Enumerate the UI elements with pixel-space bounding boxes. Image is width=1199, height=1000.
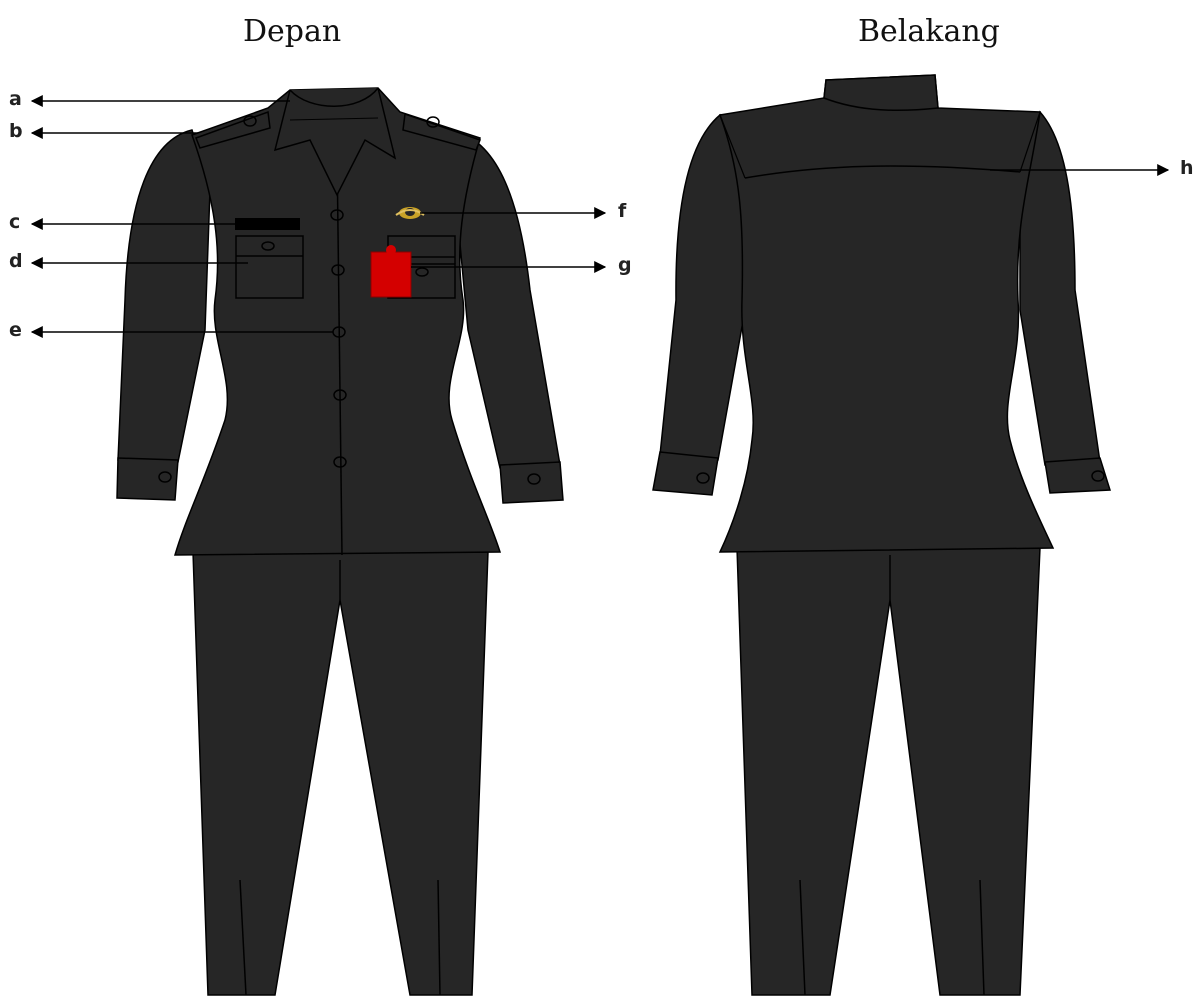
callout-label-c: c (9, 211, 20, 233)
name-tag (235, 218, 300, 230)
back-right-sleeve (1020, 112, 1110, 493)
front-right-sleeve (455, 132, 563, 503)
back-jacket (720, 75, 1053, 552)
red-badge (371, 245, 411, 297)
back-left-sleeve (653, 115, 745, 495)
front-jacket (175, 88, 500, 555)
front-left-sleeve (117, 130, 210, 500)
callout-label-h: h (1180, 157, 1194, 179)
callout-label-a: a (9, 88, 22, 110)
callout-label-b: b (9, 120, 23, 142)
back-trousers (737, 548, 1040, 995)
front-trousers (193, 552, 488, 995)
callout-label-e: e (9, 319, 22, 341)
callout-label-f: f (618, 200, 626, 222)
callout-label-d: d (9, 250, 23, 272)
callout-label-g: g (618, 254, 632, 276)
back-uniform (653, 75, 1110, 995)
